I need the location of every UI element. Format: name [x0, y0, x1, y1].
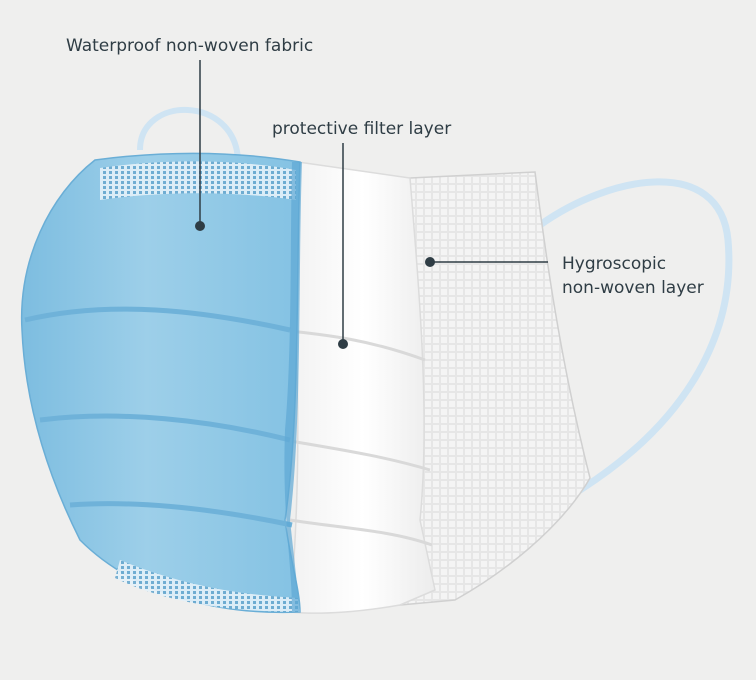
- filter-layer-shape: [289, 161, 436, 614]
- filter-fold: [284, 438, 431, 472]
- filter-layer-marker: [338, 339, 348, 349]
- outer-layer-label: Waterproof non-woven fabric: [66, 34, 313, 58]
- inner-layer-label-line: non-woven layer: [562, 278, 704, 298]
- inner-layer-label-line: Hygroscopic: [562, 254, 667, 274]
- outer-pleat: [24, 306, 291, 333]
- right-ear-loop: [536, 178, 733, 494]
- left-ear-loop: [137, 106, 241, 161]
- filter-layer-label: protective filter layer: [272, 117, 451, 141]
- top-stitch-band: [100, 161, 296, 200]
- outer-pleat: [69, 501, 293, 528]
- filter-fold: [289, 518, 433, 547]
- inner-layer-label: Hygroscopic non-woven layer: [562, 252, 704, 300]
- filter-layer-label-line: protective filter layer: [272, 119, 452, 139]
- bottom-stitch-band: [115, 560, 300, 612]
- outer-layer-marker: [195, 221, 205, 231]
- outer-layer-label-line: Waterproof non-woven fabric: [66, 36, 314, 56]
- outer-edge-strip: [284, 162, 302, 612]
- inner-layer-shape: [399, 171, 591, 606]
- outer-pleat: [39, 413, 291, 443]
- inner-layer-marker: [425, 257, 435, 267]
- outer-layer-shape: [20, 152, 301, 614]
